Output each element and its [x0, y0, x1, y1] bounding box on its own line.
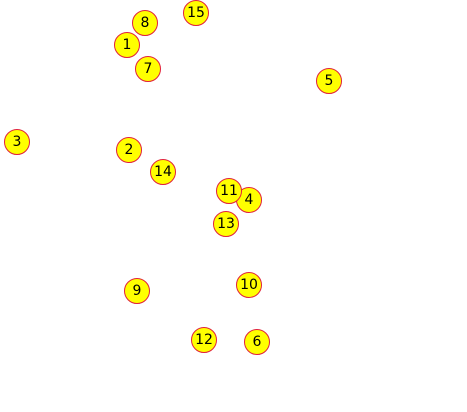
node-6: 6	[244, 329, 270, 355]
node-label: 5	[325, 73, 334, 89]
node-5: 5	[316, 68, 342, 94]
node-7: 7	[135, 56, 161, 82]
node-label: 2	[125, 142, 134, 158]
node-9: 9	[124, 278, 150, 304]
node-circle	[236, 272, 262, 298]
node-label: 8	[141, 15, 150, 31]
node-circle	[244, 329, 270, 355]
node-circle	[213, 211, 239, 237]
node-10: 10	[236, 272, 262, 298]
node-14: 14	[150, 159, 176, 185]
node-label: 15	[187, 5, 205, 21]
node-label: 1	[123, 37, 132, 53]
node-circle	[216, 178, 242, 204]
node-label: 7	[144, 61, 153, 77]
node-8: 8	[132, 10, 158, 36]
node-11: 11	[216, 178, 242, 204]
node-1: 1	[114, 32, 140, 58]
node-circle	[114, 32, 140, 58]
node-circle	[150, 159, 176, 185]
node-4: 4	[236, 187, 262, 213]
node-circle	[116, 137, 142, 163]
node-circle	[124, 278, 150, 304]
node-label: 13	[217, 216, 235, 232]
node-circle	[135, 56, 161, 82]
node-label: 12	[195, 332, 213, 348]
node-label: 11	[220, 183, 238, 199]
node-12: 12	[191, 327, 217, 353]
node-15: 15	[183, 0, 209, 26]
node-13: 13	[213, 211, 239, 237]
node-circle	[316, 68, 342, 94]
node-2: 2	[116, 137, 142, 163]
node-label: 4	[245, 192, 254, 208]
node-circle	[4, 129, 30, 155]
node-circle	[132, 10, 158, 36]
node-3: 3	[4, 129, 30, 155]
node-label: 3	[13, 134, 22, 150]
node-label: 10	[240, 277, 258, 293]
node-label: 6	[253, 334, 262, 350]
node-circle	[183, 0, 209, 26]
node-label: 9	[133, 283, 142, 299]
node-label: 14	[154, 164, 172, 180]
node-circle	[191, 327, 217, 353]
